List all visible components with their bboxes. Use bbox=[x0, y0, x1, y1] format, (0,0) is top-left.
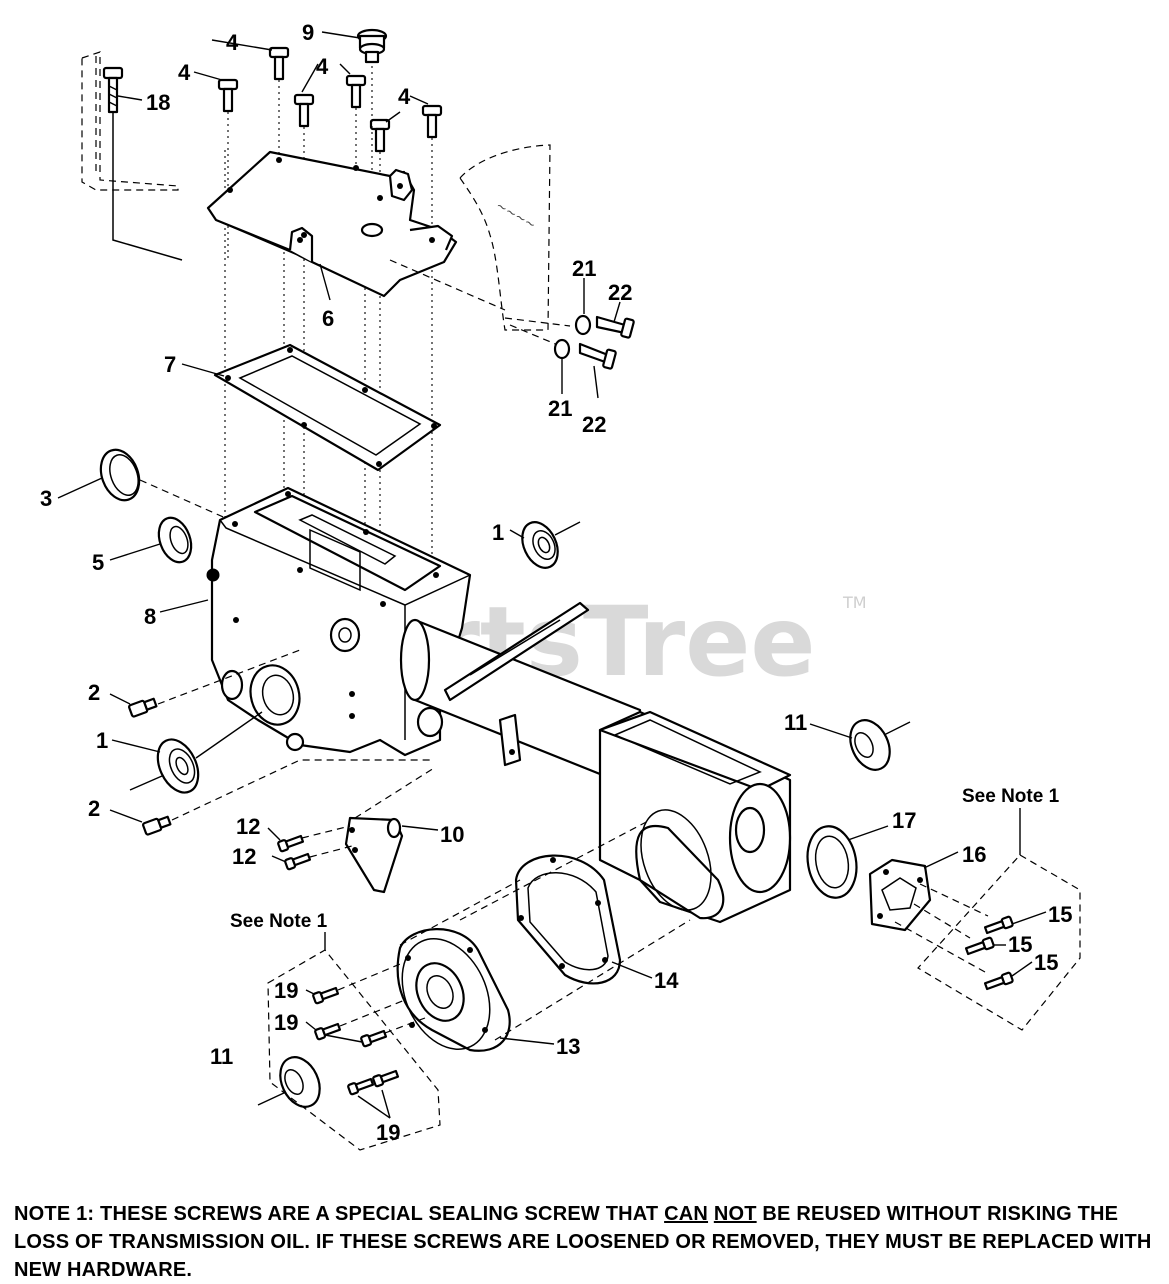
callout-9: 9 bbox=[302, 20, 314, 45]
callout-22: 22 bbox=[582, 412, 606, 437]
callout-11: 11 bbox=[784, 710, 807, 735]
part-21-washers bbox=[553, 314, 592, 360]
right-note-bracket bbox=[917, 854, 1081, 1031]
footnote-suffix: BE REUSED WITHOUT RISKING THE LOSS OF TR… bbox=[14, 1203, 1152, 1281]
part-12-bolts bbox=[277, 825, 353, 871]
part-5-bearing bbox=[157, 516, 193, 564]
callout-8: 8 bbox=[144, 604, 156, 629]
callout-2: 2 bbox=[88, 796, 100, 821]
part-7-gasket bbox=[213, 343, 442, 472]
callout-12: 12 bbox=[232, 844, 256, 869]
callout-17: 17 bbox=[892, 808, 916, 833]
footnote: NOTE 1: THESE SCREWS ARE A SPECIAL SEALI… bbox=[14, 1200, 1154, 1284]
part-10-bracket bbox=[344, 767, 435, 894]
callout-4: 4 bbox=[226, 30, 239, 55]
callout-labels: 9 4 4 4 4 18 6 7 21 22 21 22 3 5 8 1 2 1… bbox=[40, 20, 1072, 1145]
svg-text:~~~~: ~~~~ bbox=[493, 198, 538, 233]
part-11-seal-lower bbox=[257, 1056, 321, 1108]
footnote-prefix: NOTE 1: THESE SCREWS ARE A SPECIAL SEALI… bbox=[14, 1203, 665, 1225]
part-11-seal-upper bbox=[849, 719, 911, 771]
callout-leaders bbox=[57, 31, 1047, 1119]
part-8-gearbox-housing bbox=[206, 486, 472, 757]
callout-5: 5 bbox=[92, 550, 104, 575]
callout-19: 19 bbox=[274, 1010, 298, 1035]
part-16-end-cover bbox=[868, 858, 932, 932]
part-22-bolts bbox=[578, 315, 635, 370]
callout-1: 1 bbox=[492, 520, 504, 545]
callout-13: 13 bbox=[556, 1034, 580, 1059]
part-9-vent-plug bbox=[356, 28, 388, 64]
callout-7: 7 bbox=[164, 352, 176, 377]
callout-4: 4 bbox=[398, 84, 411, 109]
footnote-can: CAN bbox=[664, 1203, 709, 1225]
callout-19: 19 bbox=[274, 978, 298, 1003]
watermark-trademark: TM bbox=[842, 593, 867, 612]
part-6-top-plate bbox=[206, 150, 458, 298]
callout-21: 21 bbox=[572, 256, 596, 281]
part-2-plugs bbox=[128, 649, 430, 836]
callout-4: 4 bbox=[316, 54, 329, 79]
part-4-bolts bbox=[217, 46, 443, 153]
part-14-gasket bbox=[514, 854, 622, 985]
part-19-screws bbox=[312, 961, 426, 1096]
callout-3: 3 bbox=[40, 486, 52, 511]
callout-14: 14 bbox=[654, 968, 679, 993]
callout-10: 10 bbox=[440, 822, 464, 847]
part-17-gasket bbox=[806, 825, 858, 899]
callout-1: 1 bbox=[96, 728, 108, 753]
callout-15: 15 bbox=[1008, 932, 1032, 957]
see-note-left: See Note 1 bbox=[230, 911, 328, 932]
callout-12: 12 bbox=[236, 814, 260, 839]
callout-18: 18 bbox=[146, 90, 170, 115]
part-18-bolt bbox=[102, 66, 124, 114]
tine-housing bbox=[598, 710, 792, 924]
part-3-seal bbox=[99, 448, 231, 521]
callout-19: 19 bbox=[376, 1120, 400, 1145]
callout-21: 21 bbox=[548, 396, 572, 421]
callout-2: 2 bbox=[88, 680, 100, 705]
callout-15: 15 bbox=[1048, 902, 1072, 927]
see-note-right: See Note 1 bbox=[962, 786, 1060, 807]
callout-4: 4 bbox=[178, 60, 191, 85]
callout-22: 22 bbox=[608, 280, 632, 305]
callout-16: 16 bbox=[962, 842, 986, 867]
part-15-screws bbox=[894, 883, 1014, 991]
part-18-bracket bbox=[81, 51, 183, 261]
callout-11: 11 bbox=[210, 1044, 233, 1069]
part-13-cover bbox=[396, 819, 691, 1052]
footnote-not: NOT bbox=[713, 1203, 757, 1225]
part-1-bearing-upper bbox=[521, 521, 581, 569]
part-1-bearing-lower bbox=[129, 711, 263, 794]
tube-assembly bbox=[399, 601, 642, 792]
callout-15: 15 bbox=[1034, 950, 1058, 975]
callout-6: 6 bbox=[322, 306, 334, 331]
